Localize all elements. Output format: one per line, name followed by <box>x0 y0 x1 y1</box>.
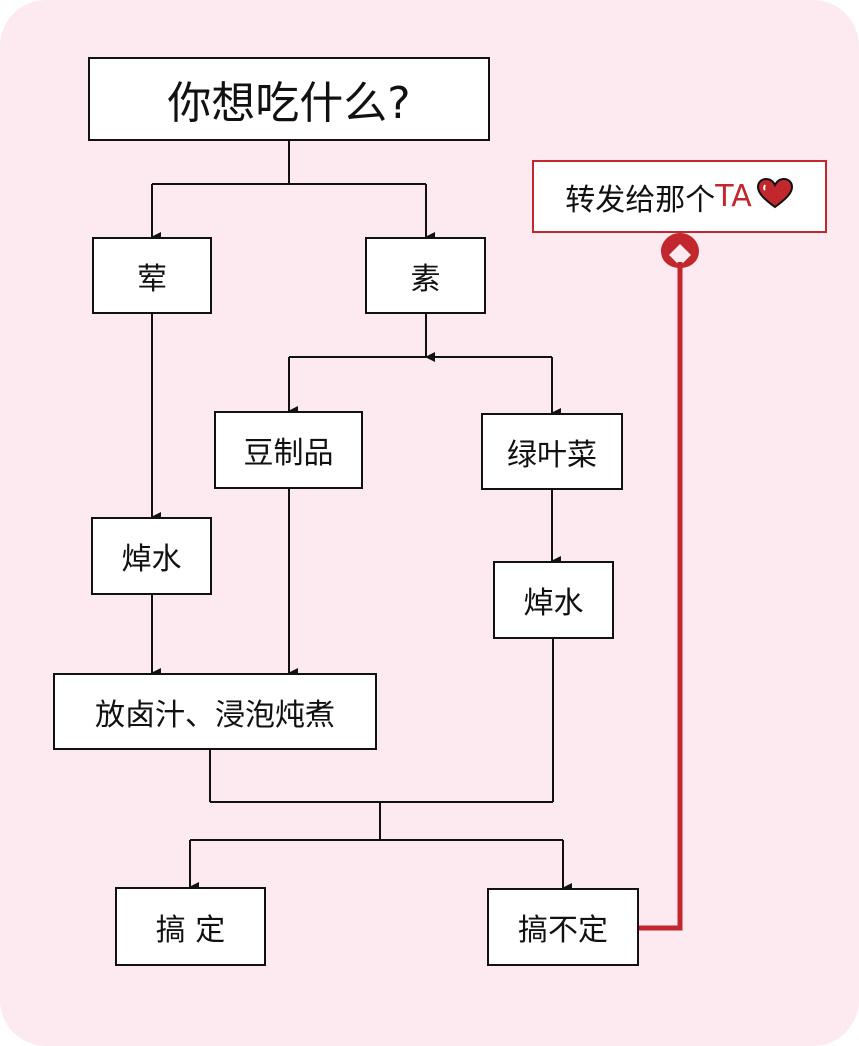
arrow-head-icon <box>661 233 699 268</box>
blanch-greens-box: 焯水 <box>493 561 614 639</box>
done-box: 搞 定 <box>115 887 266 966</box>
greens-box: 绿叶菜 <box>481 413 623 490</box>
veg-box: 素 <box>365 237 486 314</box>
title-box: 你想吃什么? <box>88 57 490 141</box>
braise-box: 放卤汁、浸泡炖煮 <box>53 673 377 750</box>
blanch-meat-box: 焯水 <box>91 517 212 595</box>
tofu-box: 豆制品 <box>214 411 363 489</box>
arrow-to-share <box>638 262 683 931</box>
heart-icon <box>756 177 794 217</box>
share-prefix: 转发给那个 <box>565 182 716 218</box>
meat-box: 荤 <box>92 237 212 314</box>
not-done-box: 搞不定 <box>487 888 639 966</box>
share-ta: TA <box>715 179 752 214</box>
